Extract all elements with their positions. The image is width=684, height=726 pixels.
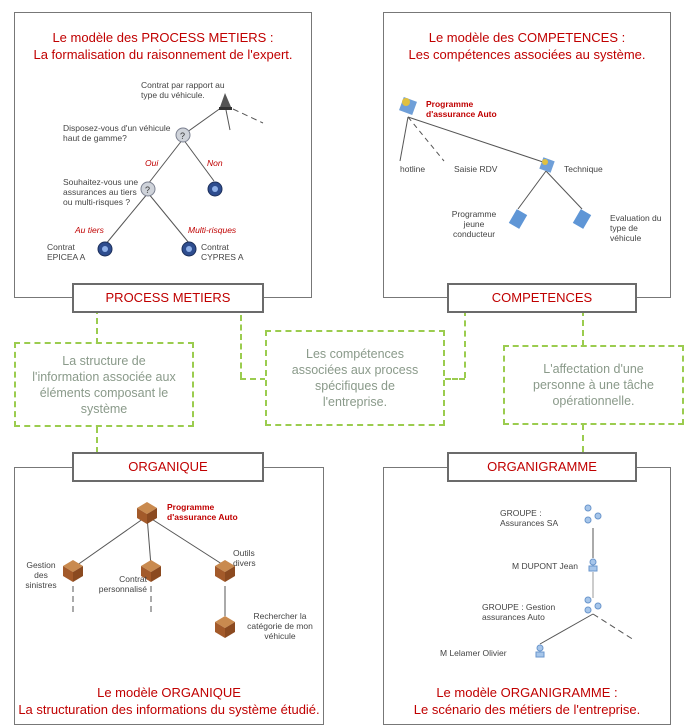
- competences-panel: Le modèle des COMPETENCES : Les compéten…: [383, 12, 671, 298]
- svg-text:?: ?: [145, 185, 150, 195]
- process-leaf1-label: Contrat EPICEA A: [47, 242, 86, 262]
- svg-text:?: ?: [180, 131, 185, 141]
- competence-evaluation-label: Evaluation du type de véhicule: [610, 213, 662, 243]
- organique-outils-label: Outils divers: [233, 548, 256, 568]
- organigramme-tree-lines: [535, 504, 635, 658]
- link-box-competences: Les compétences associées aux process sp…: [265, 330, 445, 426]
- competences-title-line1: Le modèle des COMPETENCES :: [428, 30, 626, 45]
- organigramme-title-line1: Le modèle ORGANIGRAMME :: [436, 685, 618, 700]
- connector-right-vertical: [582, 310, 584, 346]
- connector-right-vertical-bottom: [582, 424, 584, 452]
- connector-center-right-vertical: [464, 310, 466, 378]
- link-box-structure: La structure de l'information associée a…: [14, 342, 194, 427]
- competences-tree-lines: [399, 97, 592, 229]
- competence-root-label: Programme d'assurance Auto: [426, 99, 497, 119]
- competences-header: COMPETENCES: [447, 283, 637, 313]
- competence-technique-label: Technique: [564, 164, 603, 174]
- organigramme-panel: GROUPE : Assurances SA M DUPONT Jean GRO…: [383, 467, 671, 725]
- organigramme-dupont-label: M DUPONT Jean: [512, 561, 578, 571]
- organique-title-line1: Le modèle ORGANIQUE: [97, 685, 241, 700]
- process-multi-label: Multi-risques: [188, 225, 237, 235]
- link-box-affectation-text: L'affectation d'une personne à une tâche…: [533, 362, 654, 408]
- organique-box-icons: [63, 502, 235, 638]
- organigramme-lelamer-label: M Lelamer Olivier: [440, 648, 507, 658]
- process-panel: Le modèle des PROCESS METIERS : La forma…: [14, 12, 312, 298]
- organigramme-groupe2-label: GROUPE : Gestion assurances Auto: [482, 602, 556, 622]
- link-box-structure-text: La structure de l'information associée a…: [32, 353, 176, 416]
- organigramme-groupe1-label: GROUPE : Assurances SA: [500, 508, 559, 528]
- competence-technique-icon: [539, 157, 555, 173]
- organique-root-label: Programme d'assurance Auto: [167, 502, 238, 522]
- competence-jeune-label: Programme jeune conducteur: [451, 209, 497, 239]
- process-root-label: Contrat par rapport au type du véhicule.: [141, 80, 225, 100]
- link-box-competences-text: Les compétences associées aux process sp…: [291, 347, 419, 409]
- organigramme-people-icons: [535, 504, 602, 658]
- connector-center-right-horizontal: [445, 378, 465, 380]
- competences-title-line2: Les compétences associées au système.: [408, 47, 646, 62]
- competence-root-icon: [399, 97, 417, 115]
- organique-panel: Programme d'assurance Auto Gestion des s…: [14, 467, 324, 725]
- process-title-line2: La formalisation du raisonnement de l'ex…: [33, 47, 293, 62]
- process-leaf2-label: Contrat CYPRES A: [201, 242, 244, 262]
- process-q1-label: Disposez-vous d'un véhicule haut de gamm…: [63, 123, 171, 143]
- root-node-icon: [219, 93, 232, 110]
- process-au-tiers-label: Au tiers: [75, 225, 104, 235]
- organique-gestion-label: Gestion des sinistres: [25, 560, 57, 590]
- organigramme-title-line2: Le scénario des métiers de l'entreprise.: [413, 702, 641, 717]
- connector-center-left-horizontal: [240, 378, 266, 380]
- process-tree-lines: ? ?: [97, 93, 264, 257]
- process-non-label: Non: [207, 158, 223, 168]
- connector-left-vertical-bottom: [96, 427, 98, 453]
- organique-rechercher-label: Rechercher la catégorie de mon véhicule: [247, 611, 313, 641]
- connector-left-vertical: [96, 308, 98, 344]
- link-box-affectation: L'affectation d'une personne à une tâche…: [503, 345, 684, 425]
- organique-title-line2: La structuration des informations du sys…: [18, 702, 320, 717]
- organique-tree-lines: [63, 502, 235, 638]
- connector-center-left-vertical: [240, 296, 242, 378]
- process-oui-label: Oui: [145, 158, 159, 168]
- process-q2-label: Souhaitez-vous une assurances au tiers o…: [63, 177, 139, 207]
- organigramme-header: ORGANIGRAMME: [447, 452, 637, 482]
- process-metiers-header: PROCESS METIERS: [72, 283, 264, 313]
- organique-contrat-label: Contrat personnalisé: [98, 574, 147, 594]
- organique-header: ORGANIQUE: [72, 452, 264, 482]
- process-title-line1: Le modèle des PROCESS METIERS :: [52, 30, 274, 45]
- competence-hotline-label: hotline: [400, 164, 426, 174]
- competence-saisie-label: Saisie RDV: [454, 164, 498, 174]
